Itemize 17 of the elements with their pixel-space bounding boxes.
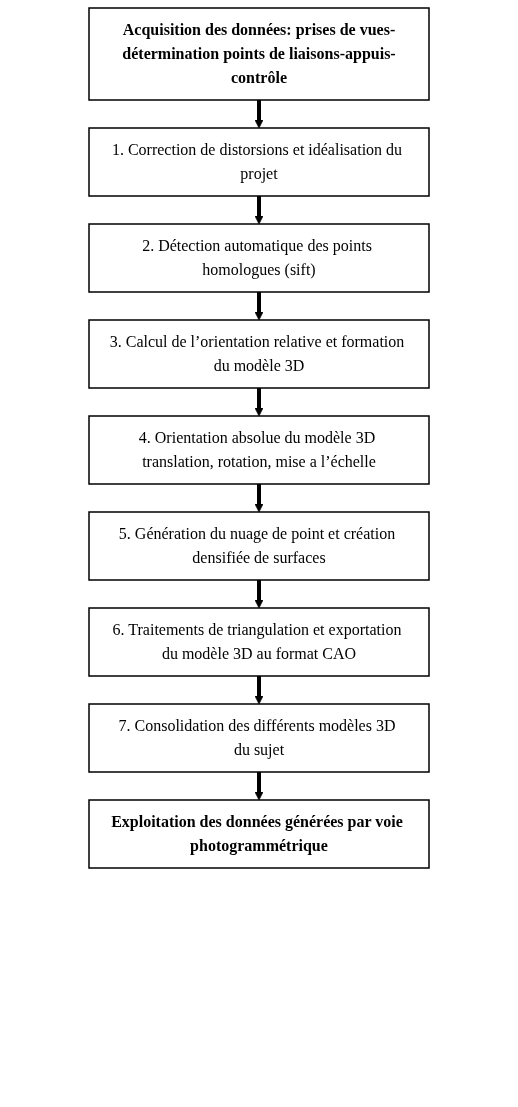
arrow [254,388,264,417]
node-box: 7. Consolidation des différents modèles 3D du sujet [88,703,430,773]
arrow [254,100,264,129]
arrow [254,196,264,225]
arrow [254,580,264,609]
node-box: 6. Traitements de triangulation et exportation du modèle 3D au format CAO [88,607,430,677]
node-box: 2. Détection automatique des points homologues (sift) [88,223,430,293]
node-box: Exploitation des données générées par voie photogrammétrique [88,799,430,869]
arrow [254,676,264,705]
node-box: 1. Correction de distorsions et idéalisation du projet [88,127,430,197]
node-box: Acquisition des données: prises de vues-détermination points de liaisons-appuis-contrôle [88,7,430,101]
arrow [254,772,264,801]
node-box: 5. Génération du nuage de point et création densifiée de surfaces [88,511,430,581]
arrow [254,292,264,321]
node-box: 3. Calcul de l’orientation relative et formation du modèle 3D [88,319,430,389]
node-box: 4. Orientation absolue du modèle 3D translation, rotation, mise a l’échelle [88,415,430,485]
arrow [254,484,264,513]
